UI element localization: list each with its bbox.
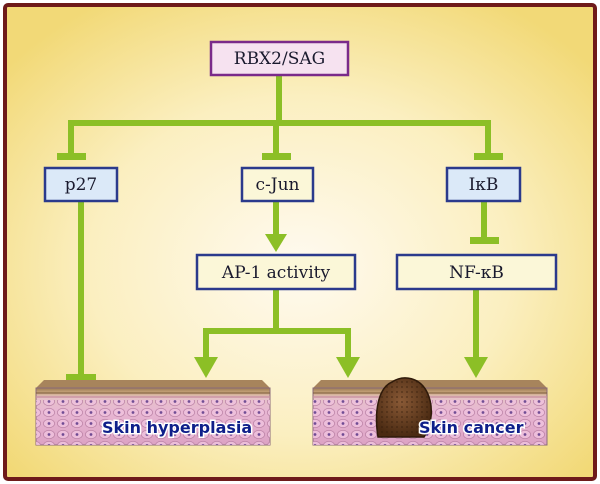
- arrowhead-cancer-left: [336, 357, 360, 378]
- inhibit-bar-p27: [57, 153, 86, 160]
- inhibit-bar-nfkb: [470, 237, 499, 244]
- node-c-jun: c-Jun: [240, 166, 315, 203]
- node-ap1-activity: AP-1 activity: [195, 253, 357, 291]
- arrowhead-ap1: [265, 234, 287, 252]
- arrowhead-hyperplasia: [194, 357, 218, 378]
- inhibit-bar-cjun: [262, 153, 291, 160]
- node-label-ikb: IκB: [469, 175, 499, 195]
- activation-arrowheads: [194, 234, 488, 378]
- tissue-label-hyperplasia: Skin hyperplasia: [102, 418, 252, 437]
- node-label-rbx2: RBX2/SAG: [234, 49, 325, 69]
- node-rbx2-sag: RBX2/SAG: [209, 40, 350, 77]
- arrowhead-cancer-right: [464, 357, 488, 378]
- tumor-mass: [375, 377, 432, 438]
- node-p27: p27: [43, 166, 119, 203]
- node-label-cjun: c-Jun: [256, 175, 300, 195]
- inhibit-bar-ikb: [474, 153, 503, 160]
- tissue-skin-hyperplasia: Skin hyperplasia: [35, 380, 271, 446]
- inhibition-bars: [57, 153, 503, 381]
- node-label-nfkb: NF-κB: [449, 263, 504, 283]
- node-nf-kb: NF-κB: [395, 253, 558, 291]
- connector-lines: [68, 76, 491, 378]
- node-label-ap1: AP-1 activity: [221, 263, 331, 283]
- tissue-label-cancer: Skin cancer: [419, 418, 524, 437]
- inhibit-bar-tissue: [66, 374, 96, 381]
- node-label-p27: p27: [65, 175, 98, 195]
- tissue-skin-cancer: Skin cancer: [312, 377, 548, 446]
- node-ikb: IκB: [445, 166, 522, 203]
